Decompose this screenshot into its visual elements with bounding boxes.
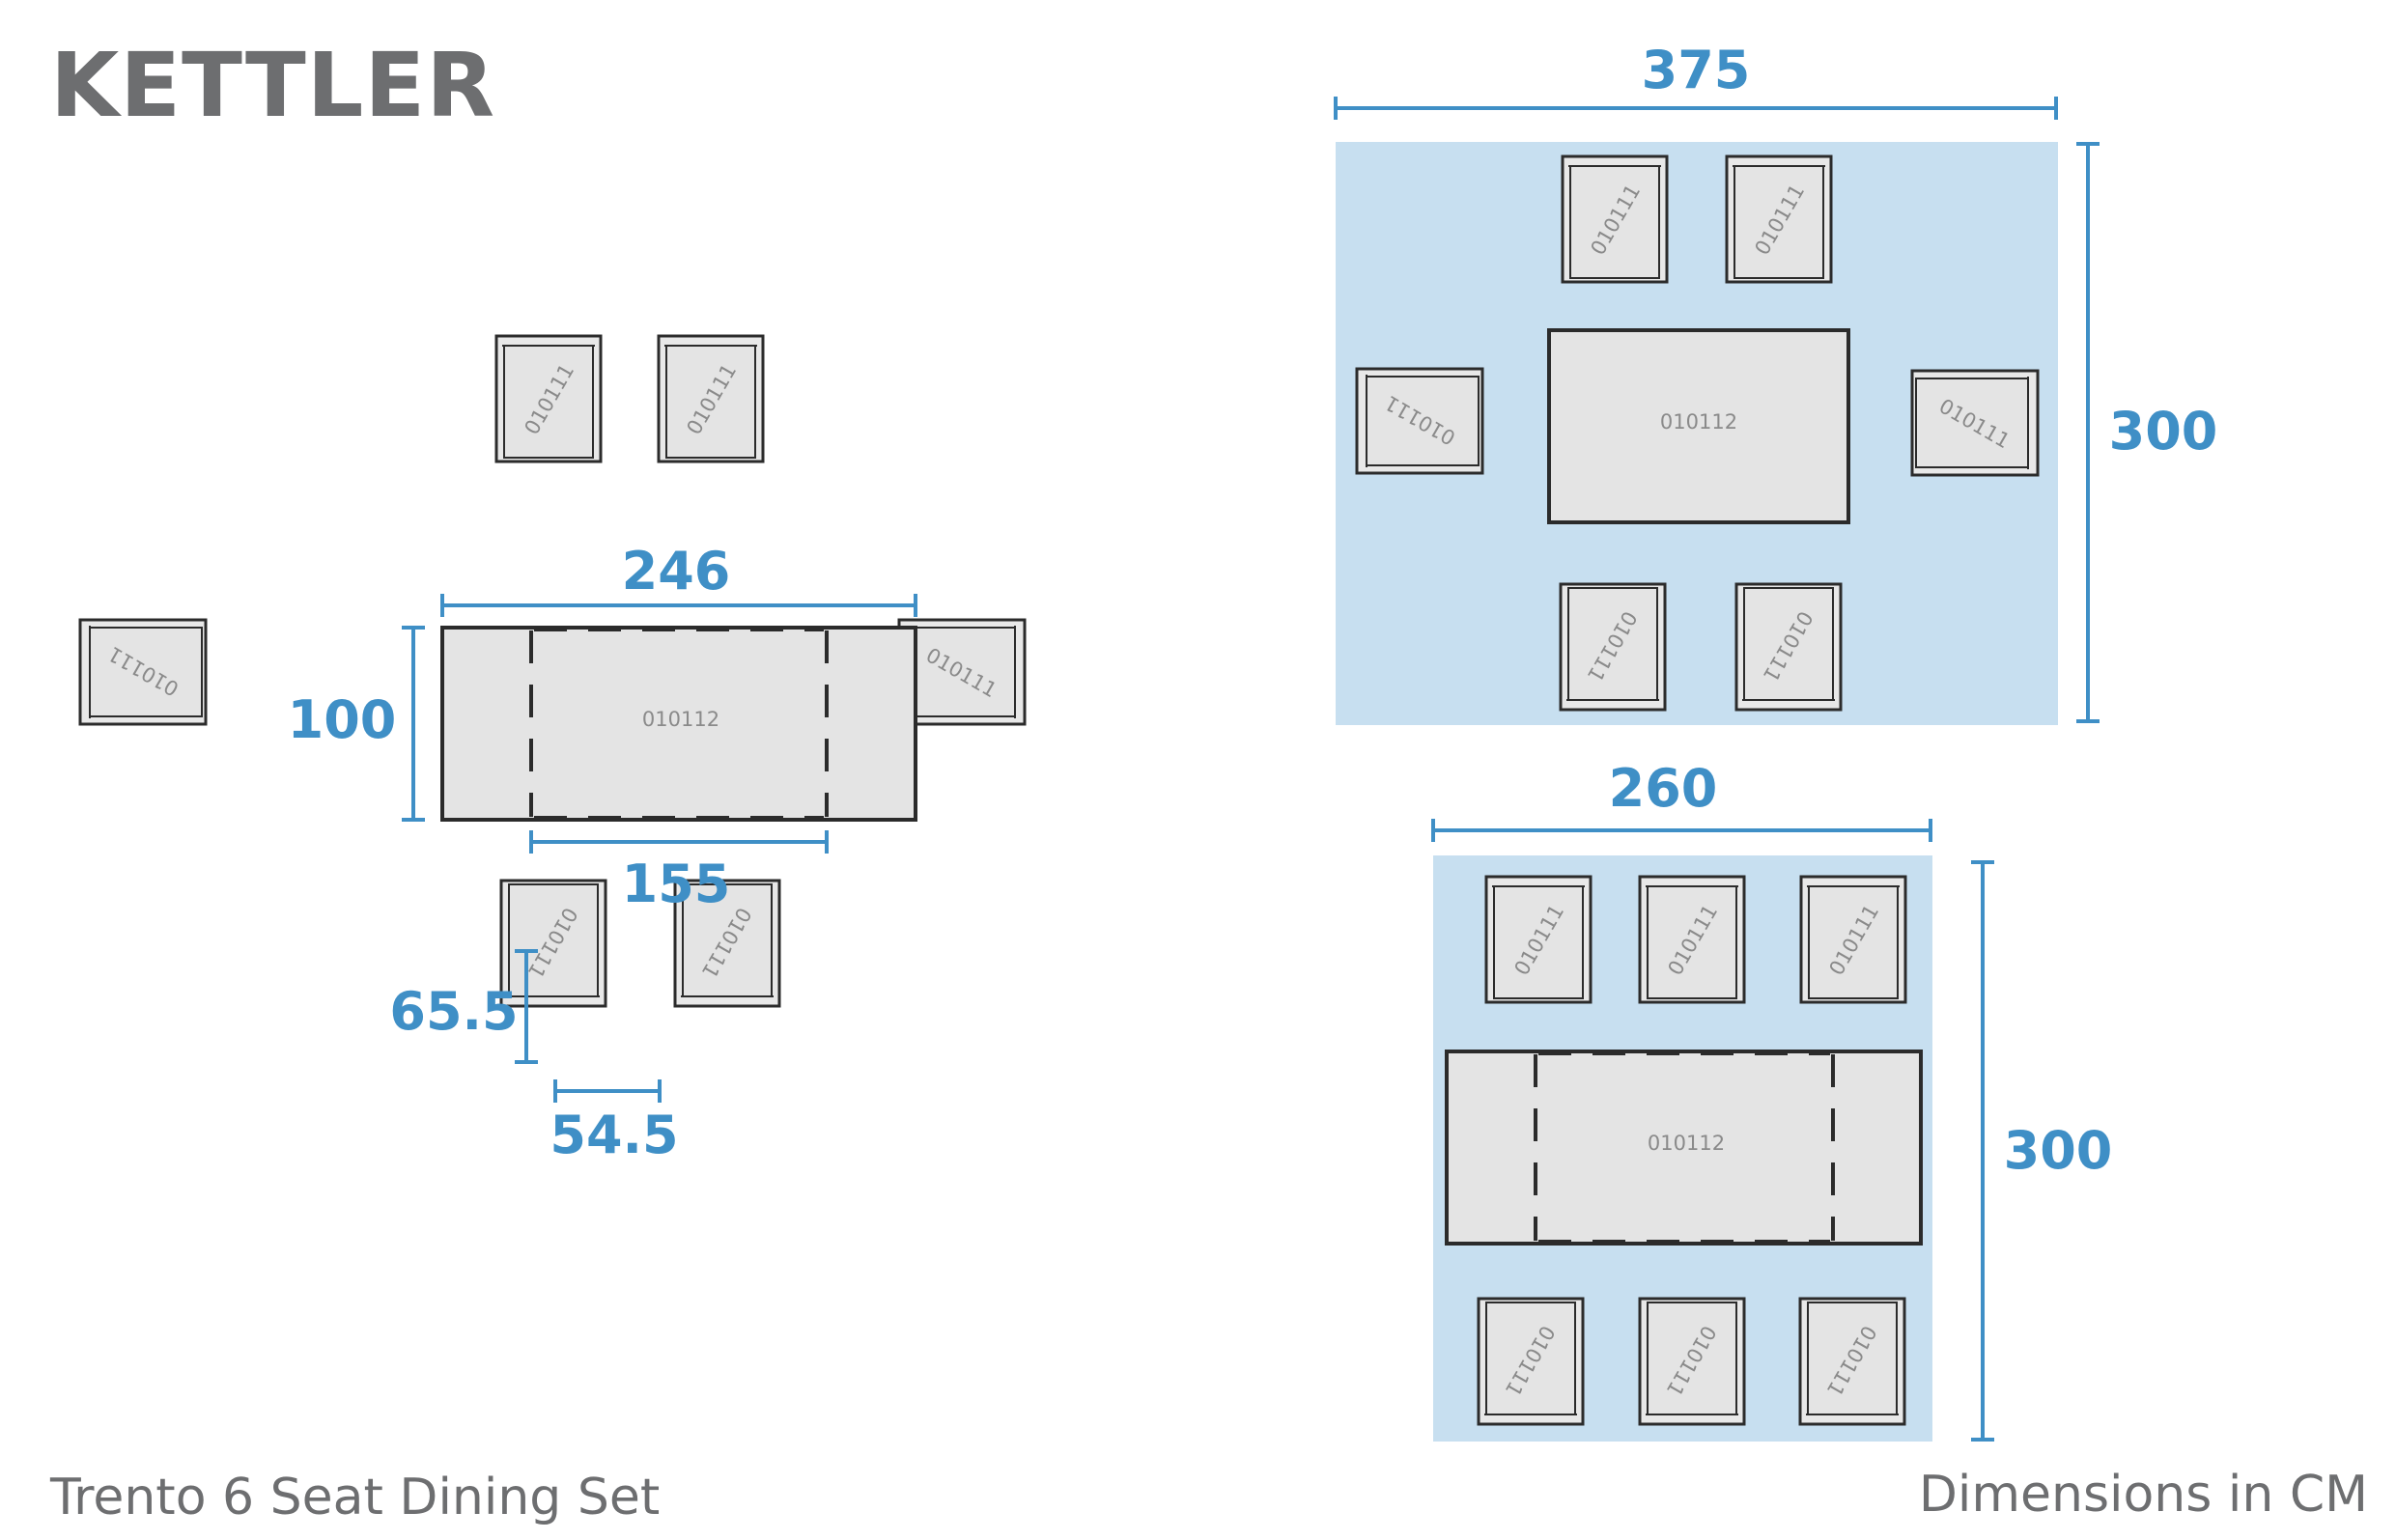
chair-seat — [1569, 165, 1660, 279]
area-ext-chair-top-2: 010111 — [1638, 875, 1746, 1004]
dim-area-extended-width: 260 — [1609, 758, 1718, 819]
area-table-square — [1547, 328, 1850, 524]
area-table-extended — [1445, 1050, 1923, 1246]
area-sq-chair-bottom-left: 010111 — [1559, 582, 1667, 712]
chair-seat — [503, 345, 594, 459]
area-sq-chair-top-right: 010111 — [1725, 154, 1833, 284]
area-ext-chair-bottom-3: 010111 — [1798, 1297, 1906, 1426]
dim-area-square-width: 375 — [1642, 40, 1751, 100]
chair-top-left: 010111 — [494, 334, 603, 463]
product-title: Trento 6 Seat Dining Set — [49, 1469, 660, 1526]
area-ext-chair-top-1: 010111 — [1484, 875, 1593, 1004]
dim-table-length: 246 — [622, 541, 731, 602]
chair-seat — [665, 345, 756, 459]
dimensioned-set: 010111 010111 010111 010111 010111 01011… — [78, 334, 1027, 1165]
chair-left-end: 010111 — [78, 618, 208, 726]
dim-table-inner-length: 155 — [622, 854, 731, 914]
area-table-square-code: 010112 — [1660, 410, 1737, 434]
chair-seat — [1808, 885, 1899, 999]
chair-seat — [1493, 885, 1584, 999]
area-sq-chair-right: 010111 — [1910, 369, 2040, 477]
dim-area-extended-depth: 300 — [2004, 1120, 2113, 1181]
kettler-logo: KETTLER — [50, 34, 495, 137]
units-note: Dimensions in CM — [1919, 1466, 2368, 1524]
area-sq-chair-top-left: 010111 — [1561, 154, 1669, 284]
dim-chair-width: 54.5 — [550, 1105, 678, 1165]
area-ext-chair-bottom-2: 010111 — [1638, 1297, 1746, 1426]
chair-seat — [1807, 1302, 1898, 1415]
chair-right-end: 010111 — [897, 618, 1027, 726]
dim-chair-depth: 65.5 — [389, 981, 518, 1042]
area-table-extended-code: 010112 — [1648, 1132, 1725, 1155]
area-sq-chair-bottom-right: 010111 — [1734, 582, 1843, 712]
chair-seat — [682, 883, 773, 997]
chair-seat — [1485, 1302, 1576, 1415]
chair-seat — [1647, 1302, 1737, 1415]
area-plan-square: 010112 010111 010111 010111 010111 01011… — [1334, 40, 2218, 725]
dim-table-width: 100 — [288, 689, 397, 750]
area-ext-chair-top-3: 010111 — [1799, 875, 1907, 1004]
dim-area-square-depth: 300 — [2109, 401, 2218, 462]
area-plan-extended: 010112 010111 010111 010111 010111 01011… — [1431, 758, 2113, 1442]
chair-top-right: 010111 — [657, 334, 765, 463]
chair-bottom-right: 010111 — [673, 879, 781, 1008]
table-code: 010112 — [642, 708, 719, 731]
chair-seat — [1743, 587, 1834, 701]
area-sq-chair-left: 010111 — [1355, 367, 1484, 475]
area-ext-chair-bottom-1: 010111 — [1477, 1297, 1585, 1426]
extending-table — [440, 626, 917, 822]
